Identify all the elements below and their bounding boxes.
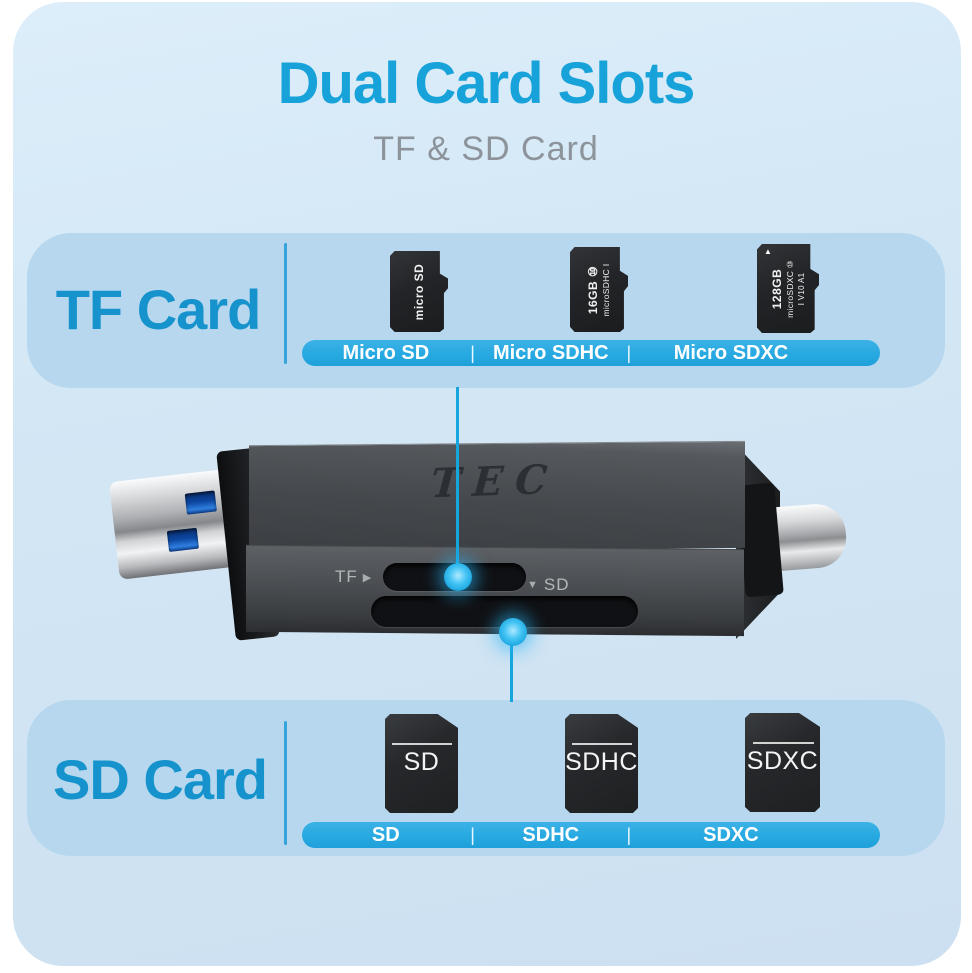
bar-label-sdhc: SDHC: [522, 823, 580, 846]
bar-separator: |: [470, 824, 475, 845]
sd-section-divider: [284, 721, 287, 845]
usb-a-pin-slot: [184, 490, 217, 515]
bar-separator: |: [626, 342, 632, 363]
tf-insert-arrow-icon: ▶: [362, 571, 373, 584]
tf-label-bar: Micro SD | Micro SDHC | Micro SDXC: [302, 340, 880, 366]
micro-sd-card-print: micro SD: [412, 263, 426, 320]
sd-section-heading: SD Card: [53, 748, 268, 811]
bar-label-micro-sd: Micro SD: [342, 341, 430, 364]
sdhc-card-print: SDHC: [565, 748, 638, 776]
micro-sdxc-card-image: ▲ 128GB microSDXC ⑩ Ⅰ V10 A1: [757, 244, 819, 333]
sdhc-card-image: SDHC: [565, 714, 638, 813]
sd-card-groove: [752, 742, 814, 744]
sd-card-groove: [392, 743, 453, 745]
card-print-line: Ⅰ V10 A1: [797, 272, 806, 305]
sd-insert-arrow-icon: ▼: [527, 579, 539, 591]
tf-slot-label: TF ▶: [335, 567, 372, 587]
brand-logo: TEC: [429, 455, 561, 508]
sd-slot-label: ▼ SD: [527, 575, 570, 595]
sd-slot-label-text: SD: [543, 575, 570, 594]
micro-sdhc-card-print: 16GB ⑩ microSDHC Ⅰ: [586, 263, 612, 316]
usb-a-pin-slot: [166, 527, 199, 552]
sd-slot-indicator-dot: [499, 618, 527, 646]
micro-sd-card-image: micro SD: [390, 251, 448, 332]
bar-separator: |: [470, 342, 475, 363]
sd-card-groove: [572, 743, 633, 745]
bar-label-micro-sdxc: Micro SDXC: [673, 341, 789, 364]
tf-section-heading: TF Card: [55, 278, 262, 341]
tf-slot-label-text: TF: [335, 567, 358, 586]
card-print-line: microSDHC Ⅰ: [601, 262, 611, 317]
bar-label-sdxc: SDXC: [703, 823, 759, 846]
sdxc-card-print: SDXC: [746, 747, 819, 775]
page-subtitle: TF & SD Card: [373, 130, 599, 168]
bar-label-micro-sdhc: Micro SDHC: [492, 341, 609, 364]
tf-connector-line: [456, 387, 459, 569]
sd-connector-line: [510, 636, 513, 702]
sd-card-image: SD: [385, 714, 458, 813]
bar-separator: |: [626, 824, 632, 845]
card-print-line: 128GB: [770, 268, 784, 309]
sd-card-print: SD: [403, 748, 440, 776]
card-print-line: micro SD: [412, 263, 426, 320]
sd-label-bar: SD | SDHC | SDXC: [302, 822, 880, 848]
card-print-line: microSDXC ⑩: [785, 259, 795, 318]
insert-direction-icon: ▲: [764, 247, 772, 256]
micro-sdhc-card-image: 16GB ⑩ microSDHC Ⅰ: [570, 247, 628, 332]
page-title: Dual Card Slots: [277, 51, 696, 116]
card-print-line: 16GB ⑩: [586, 265, 600, 314]
tf-slot-indicator-dot: [444, 563, 472, 591]
tf-section-divider: [284, 243, 287, 364]
sdxc-card-image: SDXC: [745, 713, 820, 812]
micro-sdxc-card-print: 128GB microSDXC ⑩ Ⅰ V10 A1: [770, 260, 806, 318]
bar-label-sd: SD: [371, 823, 400, 846]
